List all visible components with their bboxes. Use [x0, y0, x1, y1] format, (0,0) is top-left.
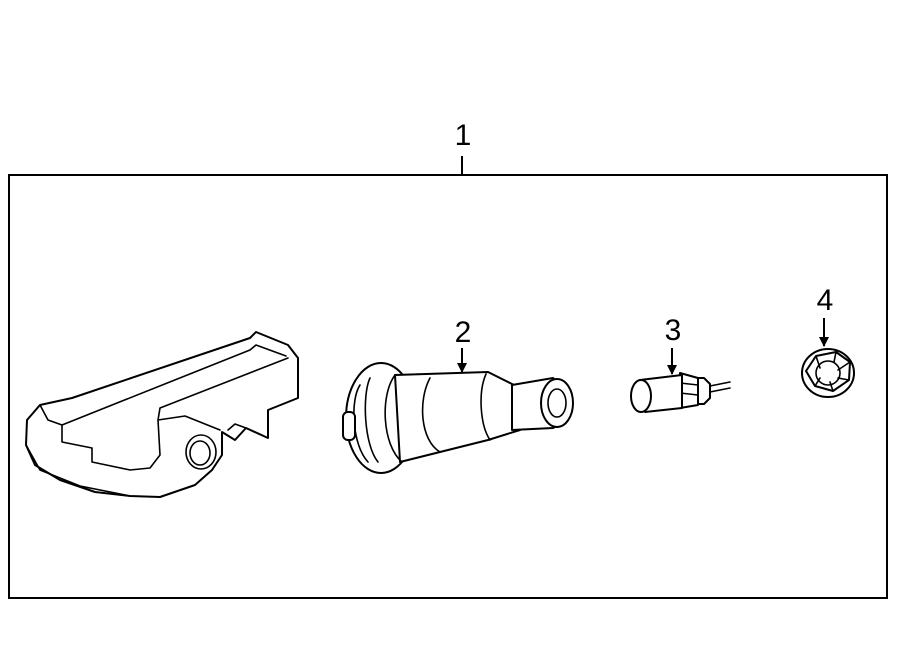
- valve-stem-drawing: [342, 362, 574, 474]
- tpms-sensor-drawing: [25, 331, 299, 498]
- callout-3-label: 3: [665, 314, 682, 347]
- callout-2-label: 2: [455, 316, 472, 349]
- callout-4-label: 4: [817, 284, 834, 317]
- assembly-frame: [8, 174, 888, 599]
- callout-1-label: 1: [455, 119, 472, 152]
- valve-core-drawing: [630, 372, 731, 413]
- hex-nut-drawing: [801, 348, 855, 398]
